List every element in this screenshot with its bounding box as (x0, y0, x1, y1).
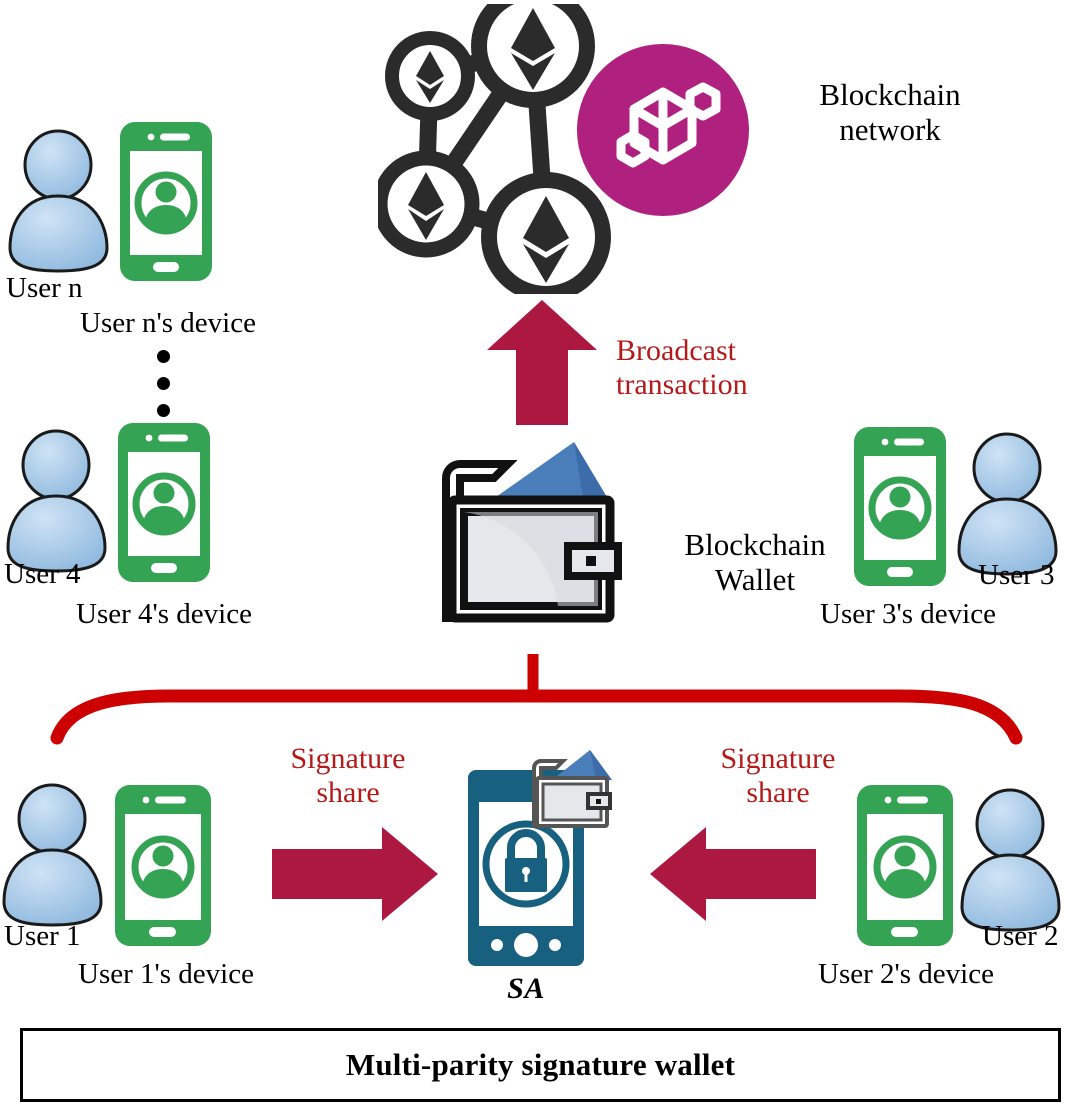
signature-left-line2: share (316, 775, 380, 809)
multi-party-wallet-title: Multi-parity signature wallet (345, 1046, 736, 1082)
signature-right-line2: share (746, 775, 810, 809)
up-arrow-icon (487, 300, 597, 425)
user-avatar-icon (6, 128, 111, 273)
green-phone-icon (855, 783, 955, 948)
wallet-icon (434, 434, 626, 626)
user-4-name: User 4 (4, 558, 81, 590)
blockchain-network-label-line2: network (839, 111, 941, 147)
user-3-device-label: User 3's device (820, 598, 996, 630)
user-2-device-label: User 2's device (818, 958, 994, 990)
broadcast-label-line1: Broadcast (616, 334, 736, 367)
user-3-name: User 3 (978, 559, 1055, 591)
user-4-device-label: User 4's device (76, 598, 252, 630)
blockchain-network-label-line1: Blockchain (819, 77, 961, 112)
wallet-overlay-icon (528, 748, 614, 830)
ellipsis-dot (157, 404, 170, 417)
blockchain-network-graphic (378, 4, 768, 294)
blockchain-network-label: Blockchain network (760, 77, 1020, 147)
green-phone-icon (118, 120, 214, 283)
green-phone-icon (113, 783, 213, 948)
broadcast-label-line2: transaction (616, 367, 748, 401)
green-phone-icon (116, 421, 212, 584)
broadcast-transaction-label: Broadcast transaction (616, 334, 856, 401)
user-avatar-icon (958, 787, 1063, 932)
user-avatar-icon (4, 428, 109, 573)
ellipsis-dot (157, 350, 170, 363)
left-arrow-icon (650, 827, 816, 921)
signature-share-left-label: Signature share (258, 742, 438, 809)
blockchain-cube-icon (577, 44, 749, 216)
red-brace-connector (0, 640, 1085, 765)
green-phone-icon (852, 425, 948, 588)
signature-right-line1: Signature (720, 742, 836, 775)
user-n-name: User n (6, 272, 83, 304)
wallet-label-line2: Wallet (714, 561, 796, 597)
blockchain-wallet-label: Blockchain Wallet (640, 527, 870, 597)
right-arrow-icon (272, 827, 438, 921)
user-n-device-label: User n's device (80, 307, 256, 339)
wallet-label-line1: Blockchain (684, 527, 826, 562)
user-1-device-label: User 1's device (78, 958, 254, 990)
signature-share-right-label: Signature share (688, 742, 868, 809)
user-1-name: User 1 (4, 920, 81, 952)
multi-party-wallet-box: Multi-parity signature wallet (20, 1028, 1061, 1102)
user-2-name: User 2 (982, 920, 1059, 952)
user-avatar-icon (955, 431, 1060, 576)
ellipsis-dot (157, 377, 170, 390)
sa-label: SA (507, 972, 545, 1005)
user-avatar-icon (0, 782, 105, 927)
signature-left-line1: Signature (290, 742, 406, 775)
